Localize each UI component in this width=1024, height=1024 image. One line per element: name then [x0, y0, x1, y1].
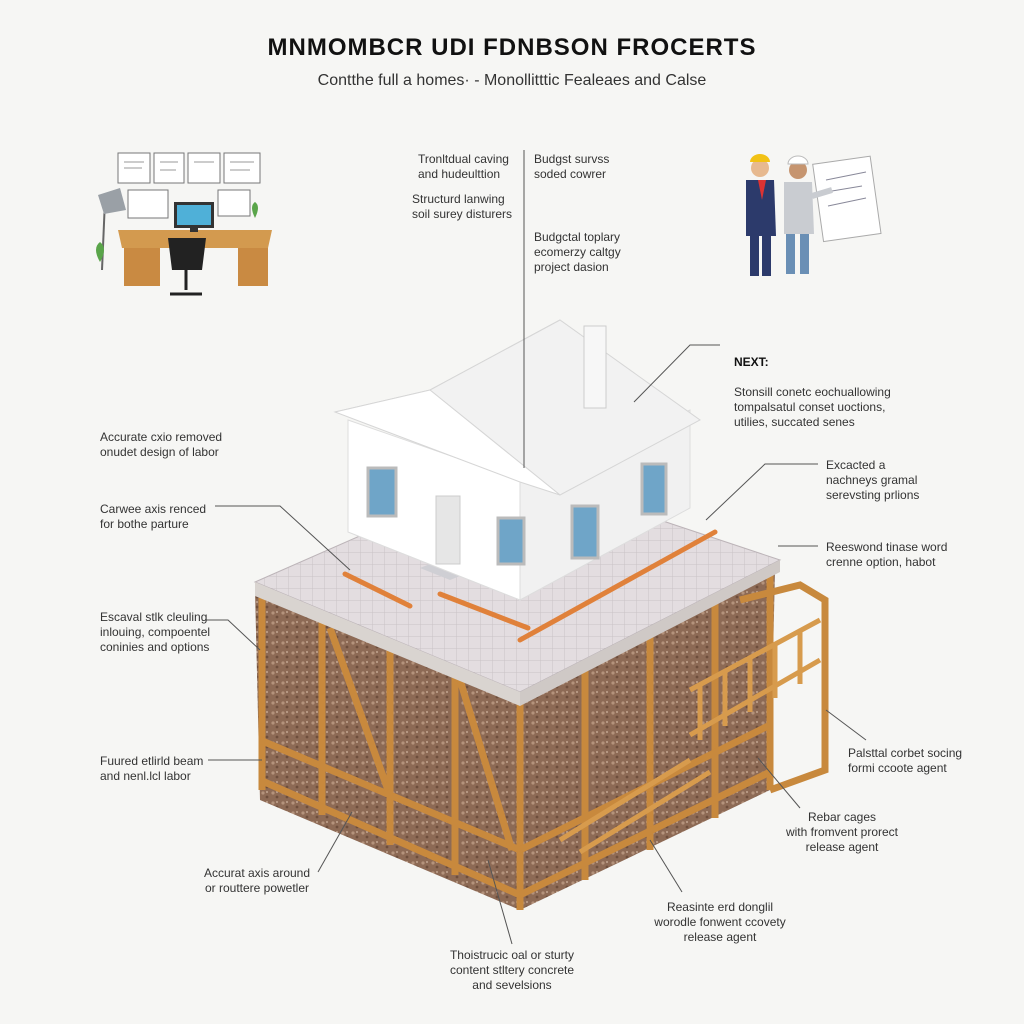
callout-top-left-2: Structurd lanwing soil surey disturers: [412, 192, 513, 221]
callout-right-3: Palsttal corbet socing formi ccoote agen…: [848, 746, 963, 775]
page-title: MNMOMBCR UDI FDNBSON FROCERTS: [267, 34, 757, 61]
engineers-illustration: [746, 154, 882, 276]
callout-next-body: Stonsill conetc eochuallowing tompalsatu…: [734, 385, 891, 429]
callout-bottom-right: Reasinte erd donglil worodle fonwent cco…: [654, 900, 786, 944]
callout-left-4: Fuured etlirld beam and nenl.lcl labor: [100, 754, 204, 783]
callout-right-2: Reeswond tinase word crenne option, habo…: [826, 540, 948, 569]
callout-left-3: Escaval stlk cleuling inlouing, compoent…: [100, 610, 211, 654]
callout-top-left-1: Tronltdual caving and hudeulttion: [418, 152, 509, 181]
callout-next: NEXT: Stonsill conetc eochuallowing tomp…: [734, 340, 924, 430]
leader-lines: [205, 150, 867, 945]
callout-bottom-left: Accurat axis around or routtere powetler: [203, 866, 311, 895]
callout-right-4: Rebar cages with fromvent prorect releas…: [785, 810, 899, 854]
page-subtitle: Contthe full a homes· - Monollitttic Fea…: [317, 72, 707, 89]
house-model: [333, 319, 701, 601]
callout-top-right-1: Budgst survss soded cowrer: [534, 152, 610, 181]
callout-bottom-center: Thoistrucic oal or sturty content stlter…: [449, 948, 575, 992]
office-desk-illustration: [96, 152, 272, 296]
callout-left-1: Accurate cxio removed onudet design of l…: [100, 430, 223, 459]
callout-next-heading: NEXT:: [734, 355, 769, 369]
callout-right-1: Excacted a nachneys gramal serevsting pr…: [826, 458, 920, 502]
callout-top-right-2: Budgctal toplary ecomerzy caltgy project…: [534, 230, 621, 274]
callout-left-2: Carwee axis renced for bothe parture: [100, 502, 207, 531]
